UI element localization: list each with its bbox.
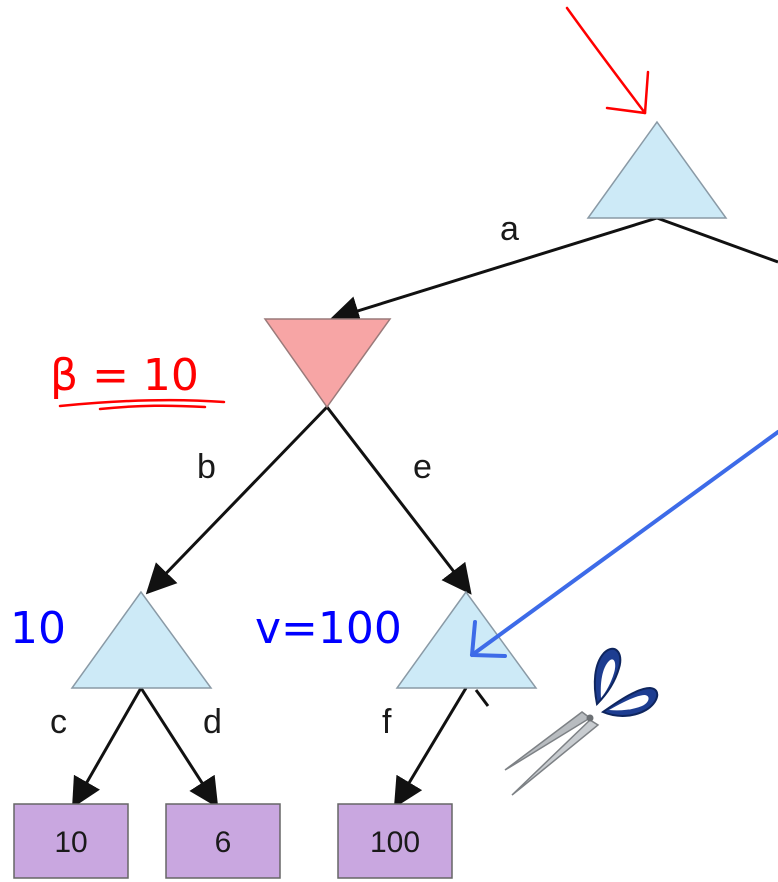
tree-edges	[72, 216, 778, 809]
leaf-value-1: 10	[54, 826, 87, 859]
leaf-value-3: 100	[370, 826, 420, 859]
beta-underline	[58, 398, 226, 411]
v-value-annotation: v=100	[255, 603, 402, 654]
edge-label-c: c	[50, 703, 67, 741]
edge-f	[393, 687, 468, 809]
min-node	[263, 318, 392, 409]
leaf-node-1	[13, 803, 129, 879]
red-pointer-arrow	[565, 6, 650, 115]
max-node-left	[70, 590, 213, 689]
edge-label-e: e	[413, 448, 432, 486]
edge-pruned-stub	[474, 689, 490, 707]
leaf-value-2: 6	[215, 826, 232, 859]
edge-b	[145, 405, 329, 595]
edge-e	[325, 406, 472, 595]
edge-label-a: a	[500, 210, 519, 248]
edge-d	[139, 687, 219, 809]
edge-right	[656, 216, 778, 264]
edge-label-d: d	[203, 703, 222, 741]
blue-pointer-arrow	[470, 430, 778, 658]
max-node-root	[586, 120, 728, 219]
edge-label-f: f	[382, 703, 392, 741]
beta-annotation: β = 10	[50, 350, 199, 401]
scissors-icon	[504, 647, 659, 796]
leaf-node-2	[165, 803, 281, 879]
leaf-node-3	[337, 803, 453, 879]
min-value-annotation: 10	[10, 603, 66, 654]
edge-label-b: b	[197, 448, 216, 486]
edge-c	[72, 687, 143, 809]
edge-a	[329, 216, 658, 326]
max-node-right	[395, 590, 538, 689]
